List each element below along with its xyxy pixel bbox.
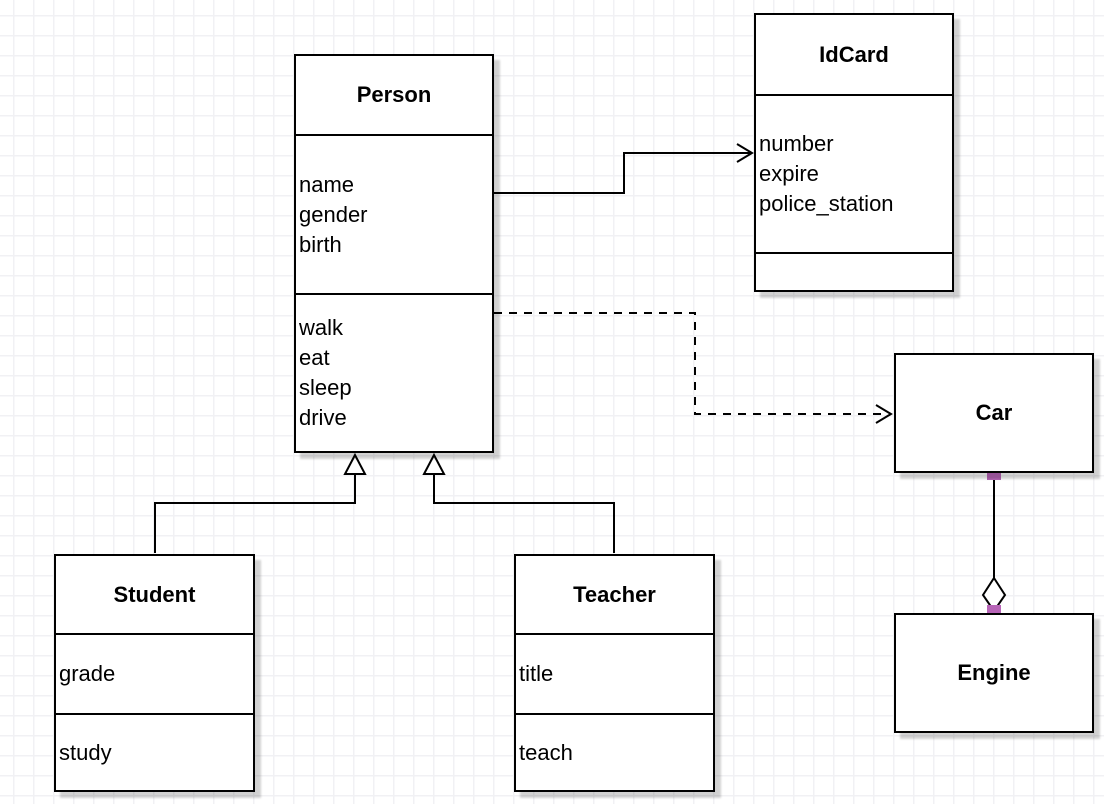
class-student[interactable]: Student grade study xyxy=(54,554,255,792)
method: eat xyxy=(299,345,330,370)
class-teacher-methods: teach xyxy=(516,713,713,790)
class-engine-title: Engine xyxy=(957,660,1031,685)
attribute: birth xyxy=(299,231,342,257)
class-student-methods: study xyxy=(56,713,253,790)
attribute: grade xyxy=(59,661,116,686)
class-idcard-title: IdCard xyxy=(819,41,889,67)
class-person-methods: walk eat sleep drive xyxy=(296,293,492,451)
method: drive xyxy=(299,405,347,430)
class-idcard[interactable]: IdCard number expire police_station xyxy=(754,13,954,292)
class-engine[interactable]: Engine xyxy=(894,613,1094,733)
attribute: police_station xyxy=(759,191,894,216)
edge-teacher-person[interactable] xyxy=(422,452,615,553)
class-student-title: Student xyxy=(113,581,196,607)
edge-car-engine[interactable] xyxy=(981,466,1007,619)
edge-person-car[interactable] xyxy=(494,312,893,424)
class-teacher[interactable]: Teacher title teach xyxy=(514,554,715,792)
class-idcard-attributes: number expire police_station xyxy=(756,94,952,252)
edge-student-person-line[interactable] xyxy=(154,475,356,553)
attribute: number xyxy=(759,131,834,156)
attribute: title xyxy=(519,661,554,686)
edge-person-idcard[interactable] xyxy=(494,143,754,194)
edge-person-idcard-line[interactable] xyxy=(494,152,750,194)
class-car-title: Car xyxy=(975,400,1013,425)
class-teacher-attributes: title xyxy=(516,633,713,713)
class-person-attributes: name gender birth xyxy=(296,134,492,293)
open-arrowhead-icon xyxy=(875,404,893,424)
open-arrowhead-icon xyxy=(736,143,754,163)
class-idcard-methods xyxy=(756,252,952,290)
method: study xyxy=(59,739,112,765)
method: sleep xyxy=(299,375,352,400)
class-person[interactable]: Person name gender birth walk eat sleep … xyxy=(294,54,494,453)
attribute: gender xyxy=(299,201,368,227)
attribute: expire xyxy=(759,161,819,186)
method: teach xyxy=(519,739,573,765)
class-person-title: Person xyxy=(356,82,432,107)
generalization-triangle-icon xyxy=(422,452,446,475)
edge-teacher-person-line[interactable] xyxy=(433,475,615,553)
edge-student-person[interactable] xyxy=(154,452,367,553)
class-car[interactable]: Car xyxy=(894,353,1094,473)
method: walk xyxy=(299,315,344,340)
generalization-triangle-icon xyxy=(343,452,367,475)
class-student-attributes: grade xyxy=(56,633,253,713)
attribute: name xyxy=(299,171,355,197)
edge-person-car-line[interactable] xyxy=(494,312,886,415)
class-teacher-title: Teacher xyxy=(573,581,656,607)
aggregation-diamond-icon xyxy=(981,576,1007,613)
